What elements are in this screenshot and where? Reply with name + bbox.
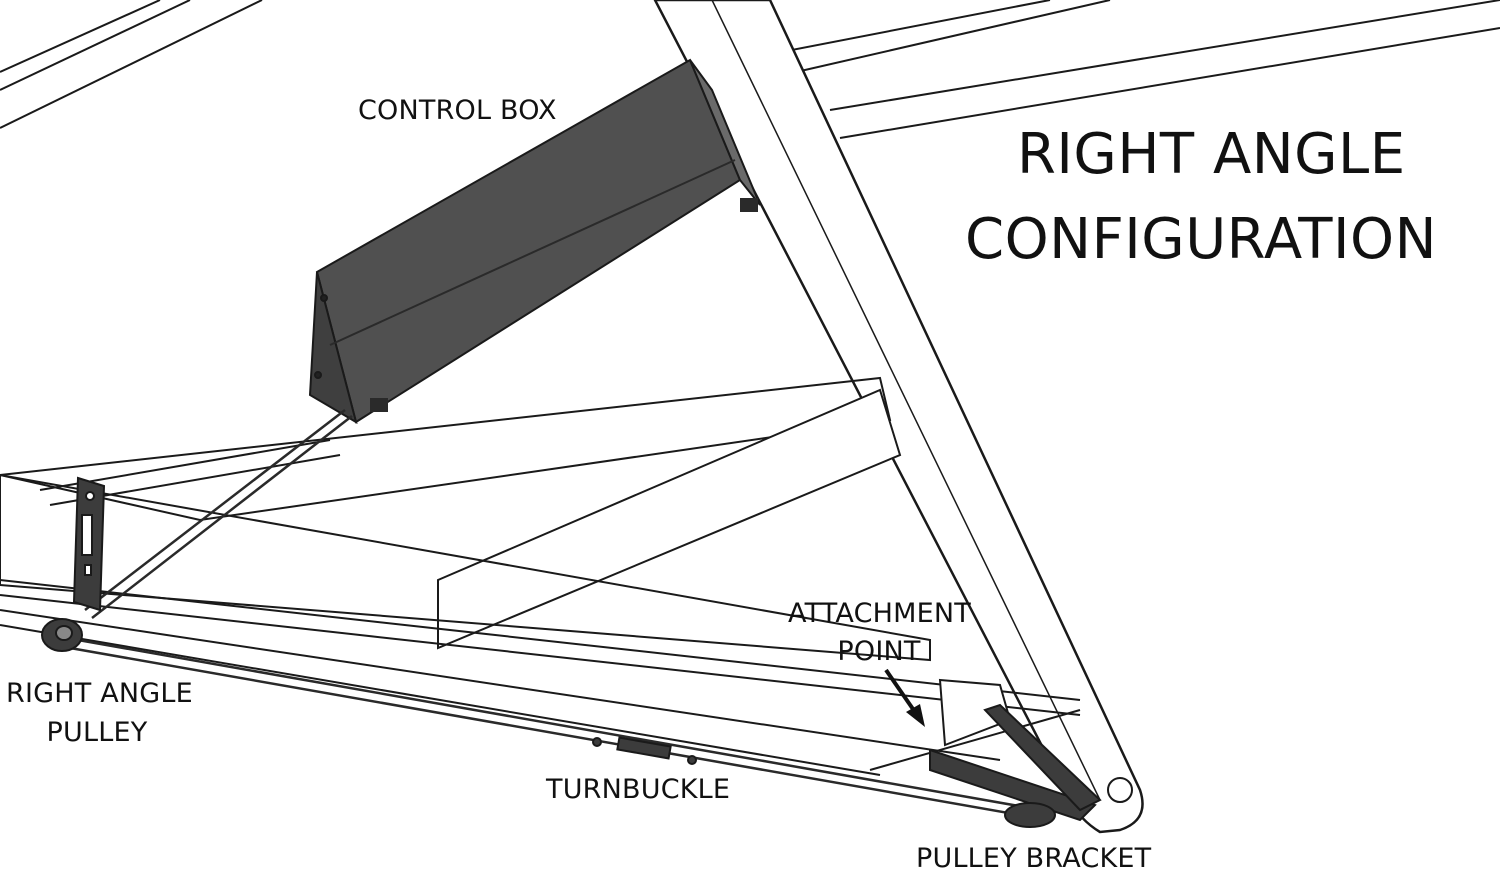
diagram-title-line1: RIGHT ANGLE [1017,122,1406,187]
pulley-bracket-shape [929,678,1133,828]
attachment-arrow [884,668,925,727]
cables [69,409,1031,817]
control-box-shape [308,58,761,425]
control-box-label: CONTROL BOX [358,95,557,126]
attachment-point-label-line1: ATTACHMENT [788,598,971,629]
turnbuckle-shape [592,736,697,765]
turnbuckle-label: TURNBUCKLE [546,774,731,805]
pulley-bracket-label: PULLEY BRACKET [916,843,1152,874]
attachment-point-label-line2: POINT [837,636,921,667]
right-angle-pulley-label-line2: PULLEY [46,717,148,748]
diagram-title-line2: CONFIGURATION [965,207,1437,272]
right-angle-pulley-label-line1: RIGHT ANGLE [6,678,193,709]
right-angle-pulley-shape [41,476,106,652]
